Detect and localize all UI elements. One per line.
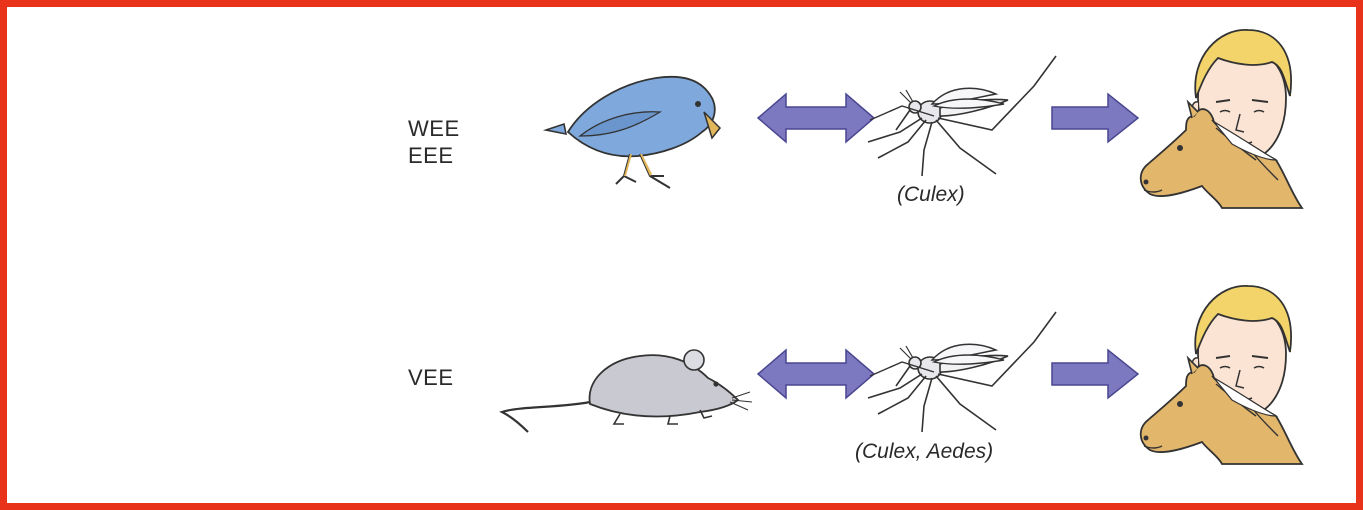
- row1-bidirectional-arrow: [758, 94, 874, 142]
- row2-mosquito-icon: [868, 312, 1056, 432]
- bird-icon: [546, 77, 720, 188]
- row2-bidirectional-arrow: [758, 350, 874, 398]
- row2-transmission-arrow: [1052, 350, 1138, 398]
- row1-hosts-icon: [1141, 30, 1302, 208]
- row2-hosts-icon: [1141, 286, 1302, 464]
- rodent-icon: [502, 350, 752, 432]
- row1-mosquito-icon: [868, 56, 1056, 176]
- row1-transmission-arrow: [1052, 94, 1138, 142]
